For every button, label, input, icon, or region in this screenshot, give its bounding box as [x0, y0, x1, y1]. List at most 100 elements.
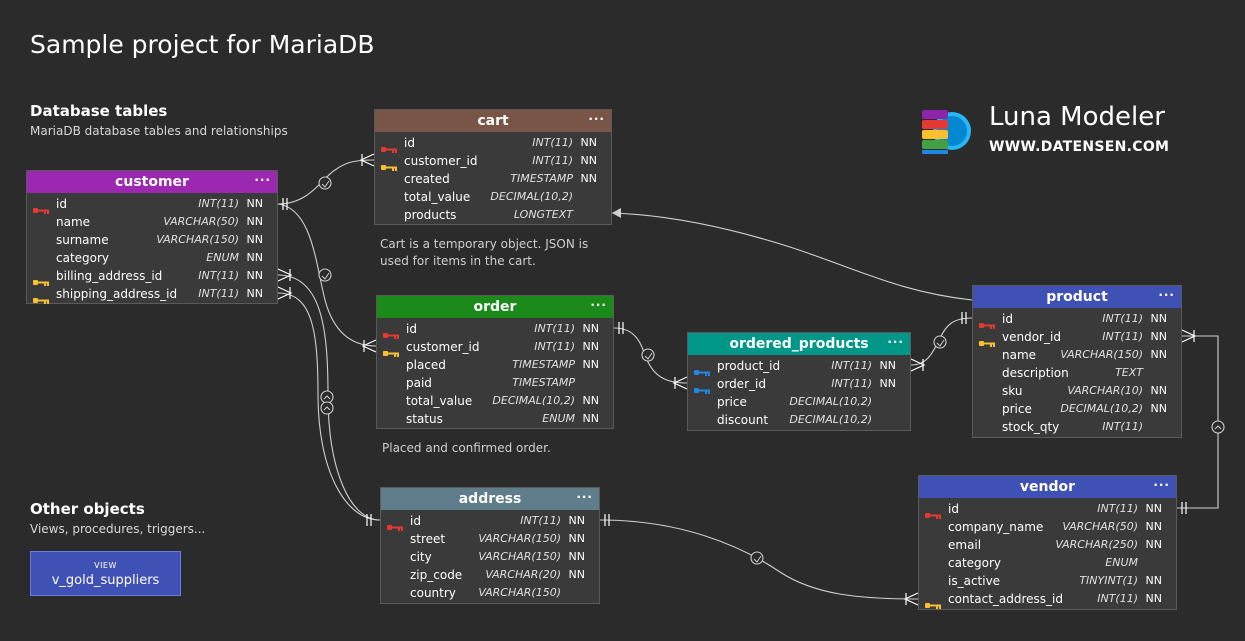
entity-header[interactable]: vendor···	[919, 476, 1176, 498]
column-not-null: NN	[1150, 402, 1167, 415]
many-marker	[361, 339, 377, 353]
column-type: TIMESTAMP	[512, 376, 575, 389]
column-not-null: NN	[246, 287, 263, 300]
column-name: street	[410, 532, 446, 546]
column-type: INT(11)	[831, 377, 872, 390]
column-name: id	[404, 136, 415, 150]
column-name: category	[948, 556, 1002, 570]
entity-header[interactable]: address···	[381, 488, 599, 510]
column-row[interactable]: street VARCHAR(150) NN	[381, 530, 599, 548]
column-type: LONGTEXT	[513, 208, 573, 221]
column-name: contact_address_id	[948, 592, 1064, 606]
order-note[interactable]: Placed and confirmed order.	[382, 441, 551, 455]
column-not-null: NN	[1150, 384, 1167, 397]
entity-menu-icon[interactable]: ···	[887, 335, 904, 349]
column-type: VARCHAR(250)	[1055, 538, 1138, 551]
column-name: sku	[1002, 384, 1023, 398]
column-not-null: NN	[246, 269, 263, 282]
column-not-null: NN	[1150, 312, 1167, 325]
column-not-null: NN	[879, 377, 896, 390]
entity-menu-icon[interactable]: ···	[576, 490, 593, 504]
primary-foreign-key-icon	[694, 381, 710, 394]
column-type: VARCHAR(150)	[478, 532, 561, 545]
column-type: INT(11)	[831, 359, 872, 372]
entity-menu-icon[interactable]: ···	[1158, 288, 1175, 302]
column-not-null: NN	[568, 532, 585, 545]
entity-header[interactable]: cart···	[375, 110, 611, 132]
entity-menu-icon[interactable]: ···	[588, 112, 605, 126]
entity-header[interactable]: product···	[973, 286, 1181, 308]
relation-product-cart	[611, 212, 973, 301]
column-not-null: NN	[580, 172, 597, 185]
column-not-null: NN	[246, 233, 263, 246]
column-not-null: NN	[879, 359, 896, 372]
column-type: VARCHAR(150)	[478, 550, 561, 563]
cart-note[interactable]: Cart is a temporary object. JSON is used…	[380, 237, 589, 268]
column-name: company_name	[948, 520, 1044, 534]
column-name: email	[948, 538, 982, 552]
entity-menu-icon[interactable]: ···	[590, 298, 607, 312]
many-marker	[672, 376, 688, 390]
column-not-null: NN	[580, 154, 597, 167]
column-type: VARCHAR(150)	[1060, 348, 1143, 361]
column-type: INT(11)	[198, 197, 239, 210]
entity-header[interactable]: ordered_products···	[688, 333, 910, 355]
entity-menu-icon[interactable]: ···	[254, 173, 271, 187]
entity-menu-icon[interactable]: ···	[1153, 478, 1170, 492]
many-marker	[359, 153, 375, 167]
view-v-gold-suppliers[interactable]: VIEW v_gold_suppliers	[30, 551, 181, 596]
entity-header[interactable]: order···	[377, 296, 613, 318]
column-not-null: NN	[582, 412, 599, 425]
entity-header[interactable]: customer···	[27, 171, 277, 193]
page-title: Sample project for MariaDB	[30, 30, 375, 59]
